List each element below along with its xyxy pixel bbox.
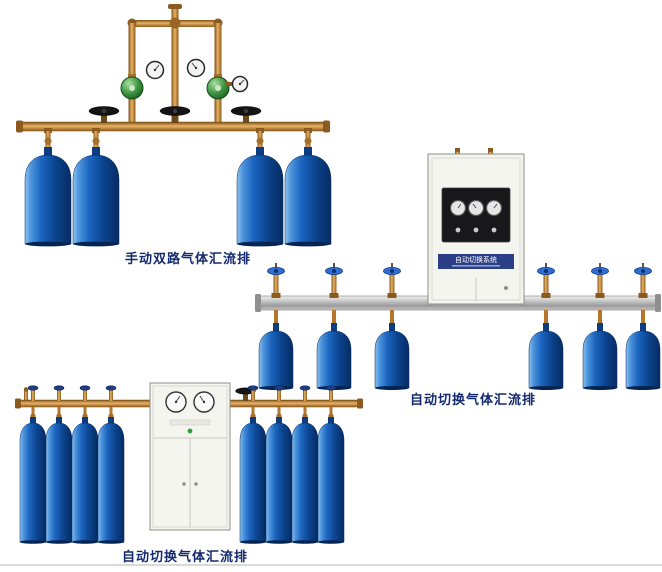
pressure-gauges — [145, 58, 249, 93]
control-cabinet — [149, 382, 231, 531]
product-caption-auto-switch-2: 自动切换气体汇流排 — [121, 550, 248, 565]
cabinet-panel-label: 自动切换系统 — [455, 255, 497, 264]
cylinder-stations — [267, 263, 652, 331]
cabinet-gauges — [165, 391, 215, 413]
pressure-regulator-left — [120, 74, 144, 100]
product-caption-auto-switch: 自动切换气体汇流排 — [409, 393, 536, 408]
gas-cylinders — [19, 422, 345, 544]
manual-dual-manifold-illustration — [16, 4, 332, 247]
manual-shutoff-valves — [88, 106, 262, 123]
cylinder-stations — [27, 385, 337, 425]
cylinder-connections — [44, 128, 312, 156]
auto-switch-manifold-illustration: 自动切换系统 — [255, 148, 661, 390]
gas-cylinders — [24, 154, 332, 247]
auto-switch-manifold-2-illustration — [15, 382, 363, 544]
pressure-regulator-right — [206, 74, 230, 100]
top-manifold-assembly — [127, 4, 223, 124]
gas-cylinders — [258, 330, 661, 390]
cabinet-gauges — [449, 199, 503, 233]
indicator-light — [187, 428, 193, 434]
control-cabinet: 自动切换系统 — [427, 148, 525, 305]
product-caption-manual-dual: 手动双路气体汇流排 — [124, 252, 251, 267]
bottom-divider — [0, 564, 662, 566]
